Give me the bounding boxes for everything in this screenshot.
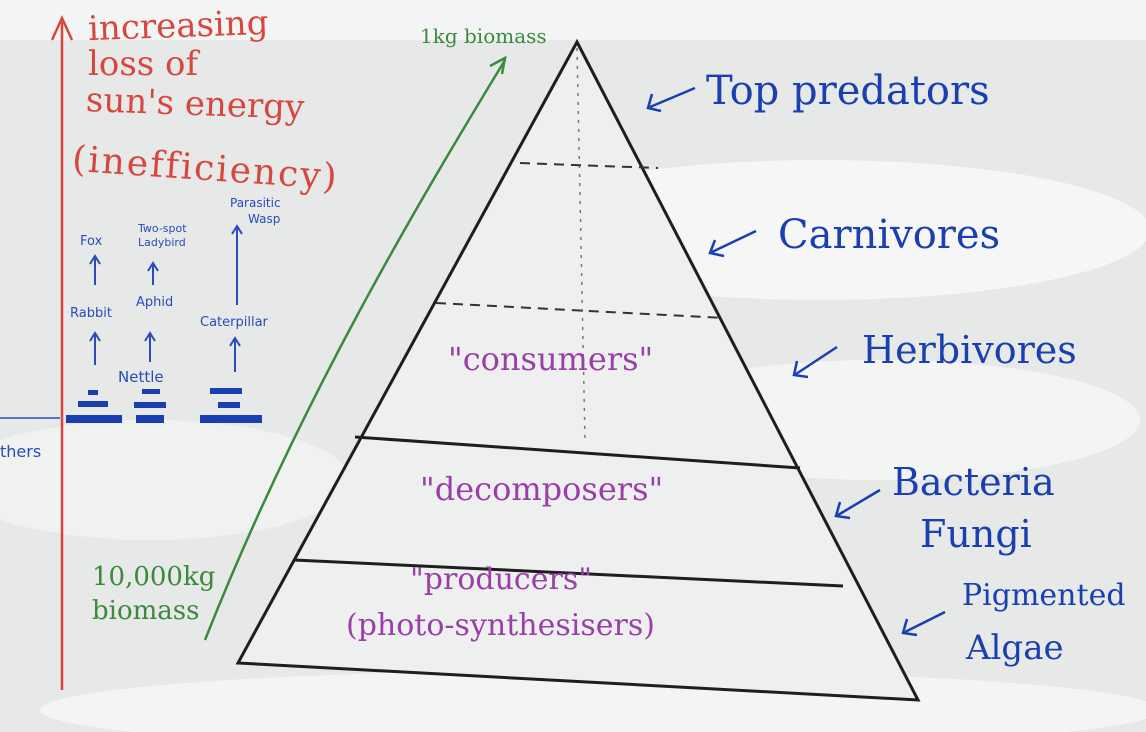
biomass-arrow-head — [489, 55, 507, 75]
label-photosynthesisers: (photo-synthesisers) — [346, 608, 655, 643]
energy-note-line1: increasing — [87, 2, 270, 50]
arrow-herbivores — [795, 345, 838, 376]
arrow-herbivores-head — [792, 360, 809, 379]
label-pigmented: Pigmented — [962, 578, 1126, 613]
biomass-bottom-line1: 10,000kg — [92, 562, 216, 592]
chain-side-label: thers — [0, 442, 42, 461]
energy-note-line3: sun's energy — [85, 80, 305, 128]
energy-note-line2: loss of — [88, 44, 199, 84]
chain3-top-line2: Wasp — [248, 212, 281, 226]
label-consumers: "consumers" — [448, 340, 654, 378]
pyramid-axis — [576, 47, 586, 441]
arrow-bacteria-head — [834, 501, 851, 520]
chain1-arrow-lower-head — [89, 331, 101, 342]
energy-arrow-head — [50, 14, 74, 41]
chain2-arrow-lower-head — [144, 331, 156, 342]
chain1-middle: Rabbit — [70, 306, 112, 321]
label-fungi: Fungi — [920, 512, 1032, 556]
arrow-algae — [904, 610, 946, 634]
tier-line-consumers — [354, 435, 801, 470]
mini-pyramid-2-top — [142, 389, 160, 394]
chain2-middle: Aphid — [136, 295, 174, 310]
tier-line-decomposers — [293, 558, 844, 588]
mini-pyramid-2-mid — [134, 402, 166, 408]
mini-pyramid-3-base — [200, 415, 262, 423]
label-bacteria: Bacteria — [892, 460, 1055, 504]
arrow-top-predators-head — [646, 93, 662, 113]
label-herbivores: Herbivores — [862, 328, 1077, 372]
chain2-top-line2: Ladybird — [138, 236, 186, 249]
arrow-bacteria — [837, 488, 881, 517]
chain1-arrow-upper-head — [89, 254, 101, 265]
biomass-top-label: 1kg biomass — [420, 24, 547, 48]
chain1-top: Fox — [80, 234, 103, 249]
label-carnivores: Carnivores — [778, 212, 1001, 258]
chain3-arrow-upper-head — [231, 224, 243, 235]
arrow-carnivores-head — [708, 239, 725, 258]
tier-line-carnivore — [435, 302, 725, 319]
label-top-predators: Top predators — [706, 68, 990, 114]
mini-pyramid-1-mid — [78, 401, 108, 407]
chain3-arrow-lower-head — [229, 336, 241, 347]
mini-pyramid-3-top — [210, 388, 242, 394]
chain2-top-line1: Two-spot — [138, 222, 187, 235]
mini-pyramid-1-base — [66, 415, 122, 423]
chain3-top-line1: Parasitic — [230, 196, 281, 210]
arrow-carnivores — [711, 229, 757, 254]
mini-pyramid-1-top — [88, 390, 98, 395]
mini-pyramid-2-base — [136, 415, 164, 423]
biomass-arrow — [203, 59, 507, 641]
pyramid-outline — [235, 38, 921, 702]
label-producers: "producers" — [410, 562, 593, 597]
biomass-bottom-line2: biomass — [92, 596, 200, 626]
chain1-bottom: Nettle — [118, 368, 164, 386]
tier-line-top — [519, 162, 659, 169]
arrow-algae-head — [901, 618, 918, 637]
mini-pyramid-3-mid — [218, 402, 240, 408]
chain2-arrow-upper-head — [147, 261, 159, 272]
arrow-top-predators — [649, 86, 696, 109]
chain3-middle: Caterpillar — [200, 315, 268, 330]
label-decomposers: "decomposers" — [420, 470, 664, 508]
label-algae: Algae — [966, 628, 1064, 668]
